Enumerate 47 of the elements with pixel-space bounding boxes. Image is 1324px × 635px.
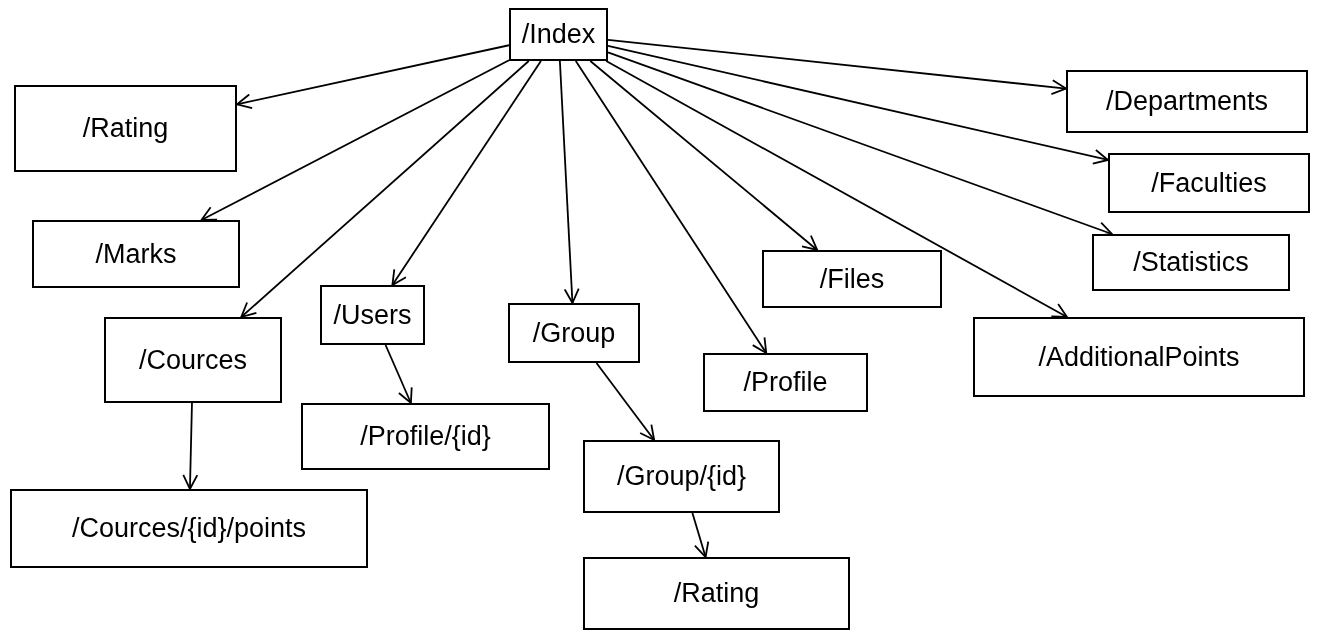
route-label: /Statistics (1133, 247, 1249, 278)
route-label: /Group/{id} (616, 461, 747, 492)
route-label: /AdditionalPoints (1038, 341, 1240, 373)
arrow (384, 344, 413, 404)
arrow (391, 60, 542, 286)
route-label: /Marks (95, 238, 177, 270)
route-box (703, 353, 868, 412)
route-box (301, 403, 550, 470)
route-label: /Rating (673, 578, 760, 609)
route-box (320, 285, 425, 345)
arrow (595, 362, 656, 441)
route-box (104, 317, 282, 403)
route-box (762, 250, 942, 308)
route-label: /Cources (138, 344, 247, 376)
arrow (182, 402, 199, 490)
arrow (605, 60, 1068, 318)
route-box (1108, 153, 1310, 213)
arrow (200, 59, 510, 221)
route-label: /Profile (743, 367, 828, 398)
route-box (509, 8, 608, 61)
arrow (607, 44, 1109, 165)
route-box (14, 85, 237, 172)
arrow (240, 60, 530, 318)
route-box (583, 557, 850, 630)
route-box (1066, 70, 1308, 133)
route-box (1092, 234, 1290, 291)
route-box (973, 317, 1305, 397)
arrow (607, 51, 1113, 237)
arrow (589, 60, 819, 251)
arrow (574, 60, 768, 354)
route-box (583, 440, 780, 513)
route-label: /Files (819, 263, 885, 295)
route-label: /Profile/{id} (360, 421, 491, 452)
route-box (508, 303, 640, 363)
route-label: /Group (532, 317, 616, 349)
route-label: /Faculties (1151, 167, 1267, 199)
route-label: /Rating (82, 113, 169, 144)
route-box (10, 489, 368, 568)
route-box (32, 220, 240, 288)
route-label: /Index (521, 19, 596, 50)
route-label: /Cources/{id}/points (71, 513, 307, 544)
arrow (236, 44, 510, 110)
arrow (691, 512, 710, 558)
route-label: /Departments (1105, 86, 1269, 117)
arrow (607, 38, 1067, 95)
route-label: /Users (333, 299, 412, 331)
arrow (559, 60, 580, 304)
